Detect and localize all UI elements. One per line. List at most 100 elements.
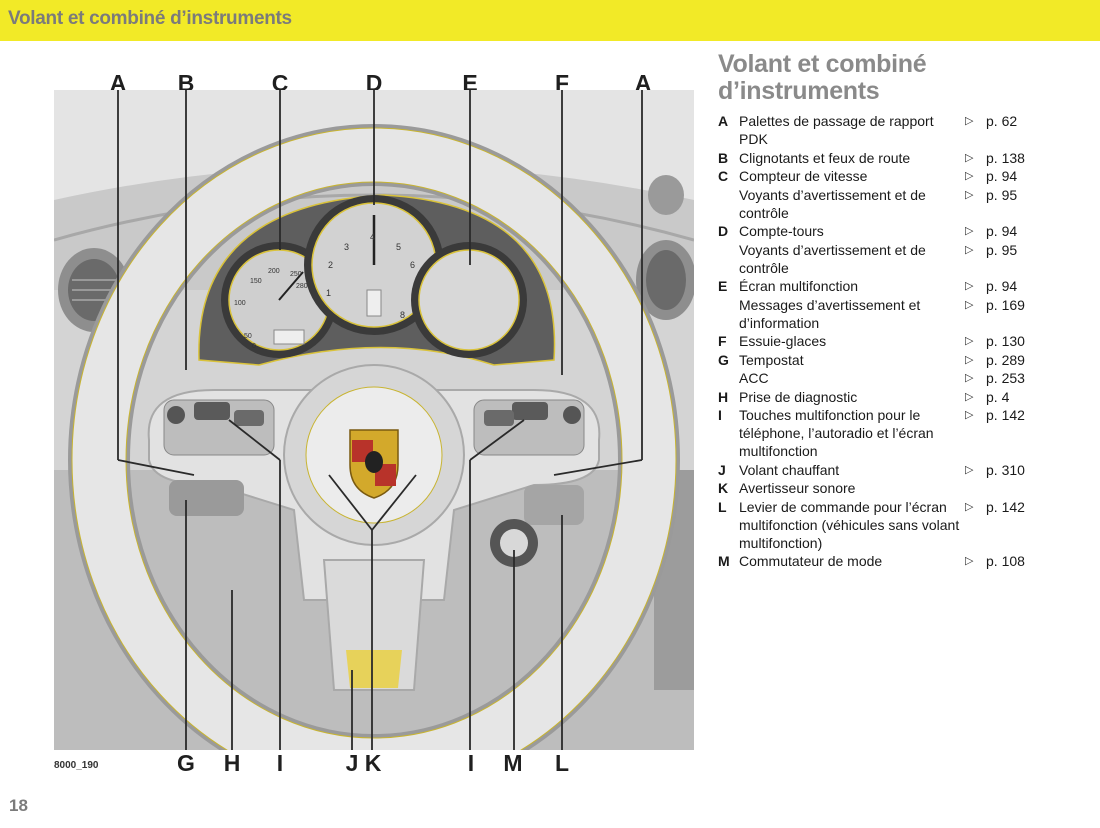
header-title: Volant et combiné d’instruments — [8, 8, 292, 29]
tacho-tick-1: 1 — [326, 288, 331, 298]
legend-text: Tempostat — [739, 351, 804, 368]
legend-letter: B — [718, 149, 729, 166]
left-button-cluster — [163, 399, 275, 516]
right-air-vent — [636, 175, 694, 320]
legend-row: Messages d’avertissement et d’informatio… — [718, 296, 1100, 332]
legend-row: ACC ▷ p. 253 — [718, 369, 1100, 387]
legend-letter: E — [718, 278, 728, 294]
legend-text: Écran multifonction — [739, 278, 859, 294]
steering-wheel-illustration: 50 100 150 200 250 280 0 1 2 3 4 5 6 7 8 — [54, 90, 694, 750]
page-reference-arrow-icon — [965, 479, 986, 497]
speedo-tick-280: 280 — [296, 283, 308, 290]
legend-page-link[interactable]: p. 108 — [986, 553, 1025, 569]
legend-text: ACC — [739, 370, 769, 386]
legend-row: F Essuie-glaces ▷ p. 130 — [718, 332, 1100, 350]
legend-page-link[interactable] — [986, 479, 1100, 497]
callout-bottom-i-right: I — [467, 750, 475, 776]
legend-text: Voyants d’avertissement et de contrôle — [739, 241, 926, 276]
legend-letter: G — [718, 351, 729, 368]
callout-bottom-g: G — [177, 750, 195, 776]
speedo-tick-200: 200 — [268, 268, 280, 275]
legend-letter: A — [718, 113, 729, 129]
page-reference-arrow-icon: ▷ — [965, 115, 974, 127]
legend-page-link[interactable]: p. 62 — [986, 113, 1018, 129]
legend-page-link[interactable]: p. 138 — [986, 149, 1025, 166]
page-reference-arrow-icon: ▷ — [965, 225, 974, 237]
mode-switch-dial — [490, 519, 538, 567]
legend-page-link[interactable]: p. 94 — [986, 168, 1018, 184]
callout-top-f: F — [554, 70, 570, 96]
legend-letter: C — [718, 168, 729, 184]
header-bar: Volant et combiné d’instruments — [0, 0, 1100, 41]
callout-bottom-k: K — [364, 750, 382, 776]
legend-page-link[interactable]: p. 95 — [986, 241, 1018, 258]
legend-list: A Palettes de passage de rapport PDK ▷ p. 6… — [718, 112, 1100, 571]
legend-text: Touches multifonction pour le téléphone,… — [739, 407, 934, 459]
legend-text: Palettes de passage de rapport PDK — [739, 113, 934, 147]
legend-page-link[interactable]: p. 310 — [986, 461, 1025, 478]
legend-text: Messages d’avertissement et d’informatio… — [739, 296, 921, 331]
legend-letter — [718, 241, 739, 277]
legend-page-link[interactable]: p. 94 — [986, 278, 1018, 294]
page-reference-arrow-icon: ▷ — [965, 372, 974, 384]
page-reference-arrow-icon: ▷ — [965, 335, 974, 347]
legend-row: A Palettes de passage de rapport PDK ▷ p. 6… — [718, 112, 1100, 148]
page-number: 18 — [9, 796, 28, 815]
page-reference-arrow-icon: ▷ — [965, 151, 974, 164]
speedo-tick-150: 150 — [250, 278, 262, 285]
legend-text: Voyants d’avertissement et de contrôle — [739, 186, 926, 221]
page-reference-arrow-icon: ▷ — [965, 170, 974, 182]
legend-page-link[interactable]: p. 289 — [986, 351, 1025, 368]
legend-letter — [718, 186, 739, 222]
legend-text: Prise de diagnostic — [739, 388, 858, 405]
legend-letter — [718, 296, 739, 332]
figure-code: 8000_190 — [54, 760, 99, 771]
callout-top-d: D — [365, 70, 383, 96]
legend-letter: H — [718, 388, 729, 405]
legend-letter: D — [718, 223, 729, 239]
legend-page-link[interactable]: p. 95 — [986, 186, 1018, 203]
tacho-tick-2: 2 — [328, 260, 333, 270]
legend-letter: L — [718, 498, 727, 515]
legend-page-link[interactable]: p. 130 — [986, 333, 1025, 349]
tachometer-gauge: 1 2 3 4 5 6 7 8 — [304, 195, 444, 335]
tacho-tick-6: 6 — [410, 260, 415, 270]
tacho-tick-4: 4 — [370, 232, 375, 242]
page-reference-arrow-icon: ▷ — [965, 298, 974, 311]
callout-top-c: C — [271, 70, 289, 96]
right-button-cluster — [473, 399, 585, 525]
legend-row: Voyants d’avertissement et de contrôle ▷ p… — [718, 241, 1100, 277]
page-reference-arrow-icon: ▷ — [965, 500, 974, 513]
callout-bottom-h: H — [223, 750, 241, 776]
legend-text: Compteur de vitesse — [739, 168, 868, 184]
callout-bottom-m: M — [503, 750, 523, 776]
porsche-crest-logo — [349, 429, 399, 499]
callout-top-a-right: A — [634, 70, 652, 96]
legend-page-link[interactable]: p. 253 — [986, 370, 1025, 386]
legend-letter: F — [718, 333, 727, 349]
page-reference-arrow-icon: ▷ — [965, 555, 974, 567]
legend-row: Voyants d’avertissement et de contrôle▷p… — [718, 186, 1100, 222]
legend-text: Volant chauffant — [739, 461, 840, 478]
legend-page-link[interactable]: p. 142 — [986, 498, 1025, 515]
page-reference-arrow-icon: ▷ — [965, 390, 974, 403]
legend-row: H Prise de diagnostic ▷ p. 4 — [718, 388, 1100, 406]
legend-page-link[interactable]: p. 4 — [986, 388, 1010, 405]
callout-top-a-left: A — [109, 70, 127, 96]
legend-page-link[interactable]: p. 169 — [986, 296, 1025, 313]
section-title: Volant et combiné d’instruments — [718, 50, 927, 105]
legend-page-link[interactable]: p. 94 — [986, 223, 1018, 239]
legend-row: C Compteur de vitesse ▷ p. 94 — [718, 167, 1100, 185]
tacho-tick-3: 3 — [344, 242, 349, 252]
speedo-tick-0: 0 — [252, 343, 256, 350]
legend-text: Essuie-glaces — [739, 333, 827, 349]
legend-page-link[interactable]: p. 142 — [986, 407, 1025, 423]
page-reference-arrow-icon: ▷ — [965, 243, 974, 256]
legend-letter: J — [718, 461, 726, 478]
